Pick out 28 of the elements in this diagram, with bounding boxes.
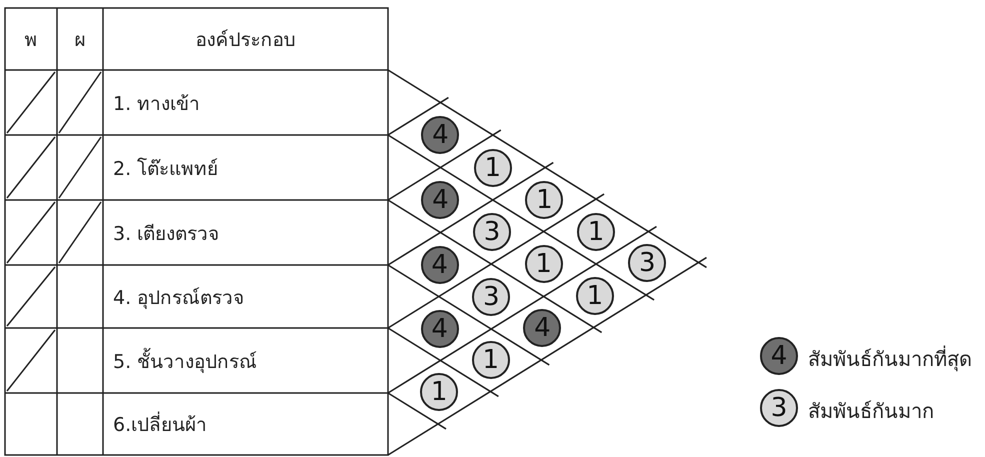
rating-badge: 1 — [576, 276, 614, 315]
rating-badge: 1 — [577, 212, 616, 250]
column-header: องค์ประกอบ — [194, 28, 296, 53]
rating-badge: 3 — [473, 213, 512, 251]
component-label: 3. เตียงตรวจ — [112, 222, 220, 246]
component-label: 1. ทางเข้า — [112, 92, 202, 116]
rating-badge: 4 — [420, 246, 459, 284]
rating-badge: 4 — [420, 310, 459, 348]
component-label: 6.เปลี่ยนผ้า — [103, 393, 388, 455]
component-label: 5. ชั้นวางอุปกรณ์ — [103, 328, 388, 393]
rating-badge: 3 — [628, 244, 666, 282]
rating-badge: 1 — [524, 245, 563, 283]
legend-swatch: 4 — [760, 337, 798, 375]
legend-text: สัมพันธ์กันมาก — [808, 398, 934, 425]
rating-badge: 1 — [472, 341, 510, 380]
legend-text: สัมพันธ์กันมากที่สุด — [808, 344, 972, 374]
rating-badge: 3 — [472, 278, 510, 316]
rating-badge: 4 — [421, 181, 460, 219]
rating-badge: 4 — [523, 309, 562, 348]
column-header: พ — [24, 28, 38, 53]
column-header: ผ — [74, 28, 86, 53]
component-label: 4. อุปกรณ์ตรวจ — [112, 286, 246, 311]
rating-badge: 4 — [421, 116, 460, 154]
rating-badge: 1 — [474, 148, 512, 186]
rating-badge: 1 — [525, 180, 564, 218]
component-label: 2. โต๊ะแพทย์ — [112, 156, 220, 182]
legend-swatch: 3 — [760, 389, 798, 427]
rating-badge: 1 — [420, 373, 458, 412]
